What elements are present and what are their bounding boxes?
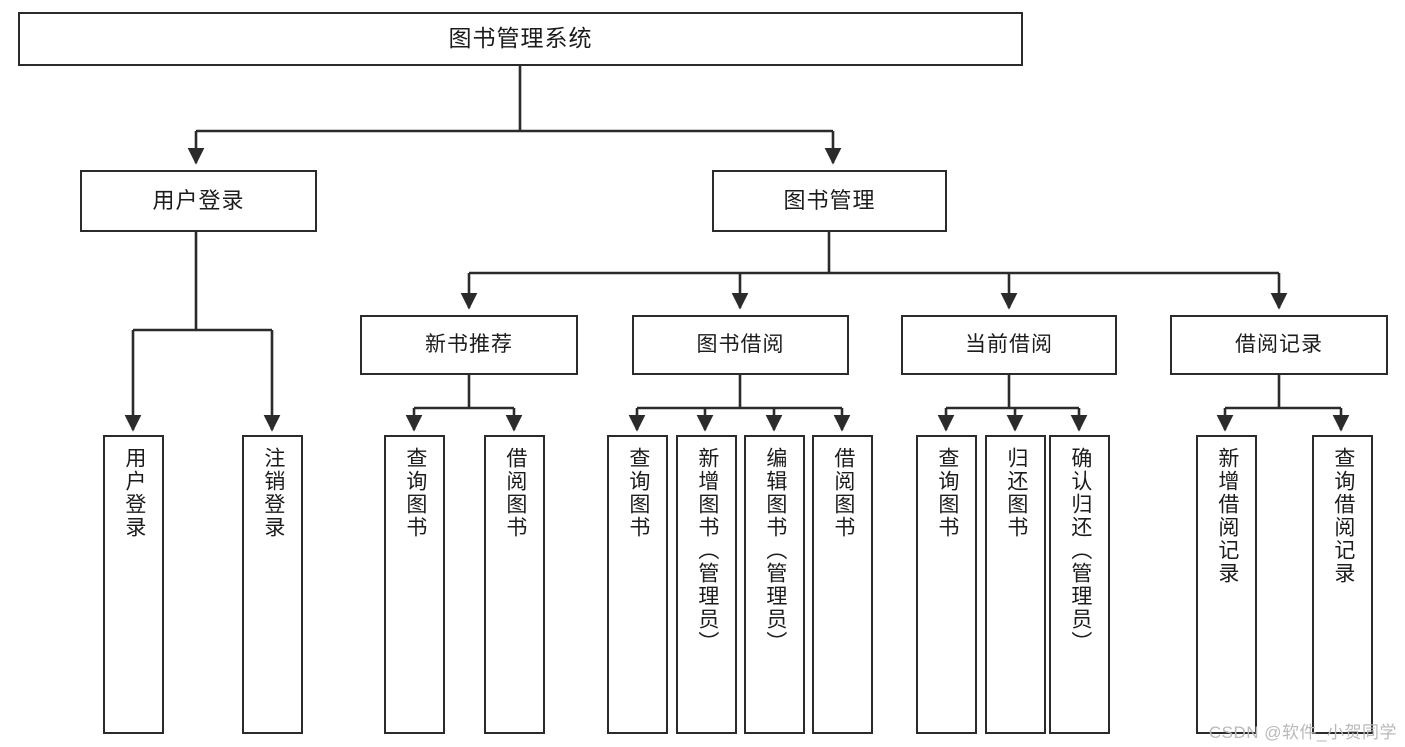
leaf-confirm-return[interactable]: 确认归还（管理员） bbox=[1049, 435, 1110, 734]
leaf-add-book[interactable]: 新增图书（管理员） bbox=[676, 435, 737, 734]
leaf-query-book-1-label: 查询图书 bbox=[403, 447, 427, 539]
node-root-label: 图书管理系统 bbox=[448, 25, 593, 52]
node-new-book-recommend-label: 新书推荐 bbox=[425, 333, 513, 357]
node-book-manage[interactable]: 图书管理 bbox=[712, 170, 947, 232]
leaf-user-logout[interactable]: 注销登录 bbox=[242, 435, 303, 734]
node-book-manage-label: 图书管理 bbox=[783, 187, 876, 213]
node-user-login-label: 用户登录 bbox=[152, 187, 245, 213]
leaf-user-login-label: 用户登录 bbox=[122, 447, 146, 539]
node-borrow-record-label: 借阅记录 bbox=[1235, 333, 1323, 357]
leaf-edit-book-label: 编辑图书（管理员） bbox=[763, 447, 787, 654]
leaf-user-login[interactable]: 用户登录 bbox=[103, 435, 164, 734]
node-current-borrow-label: 当前借阅 bbox=[965, 333, 1053, 357]
node-root[interactable]: 图书管理系统 bbox=[18, 12, 1023, 66]
leaf-edit-book[interactable]: 编辑图书（管理员） bbox=[744, 435, 805, 734]
leaf-query-book-1[interactable]: 查询图书 bbox=[384, 435, 445, 734]
leaf-borrow-book-1[interactable]: 借阅图书 bbox=[484, 435, 545, 734]
node-book-borrow-label: 图书借阅 bbox=[696, 333, 785, 357]
leaf-confirm-return-label: 确认归还（管理员） bbox=[1068, 447, 1092, 654]
leaf-user-logout-label: 注销登录 bbox=[261, 447, 285, 539]
leaf-add-book-label: 新增图书（管理员） bbox=[695, 447, 719, 654]
leaf-borrow-book-2-label: 借阅图书 bbox=[831, 447, 855, 539]
leaf-query-book-3-label: 查询图书 bbox=[935, 447, 959, 539]
leaf-add-record[interactable]: 新增借阅记录 bbox=[1196, 435, 1257, 734]
leaf-borrow-book-2[interactable]: 借阅图书 bbox=[812, 435, 873, 734]
leaf-return-book-label: 归还图书 bbox=[1004, 447, 1028, 539]
node-borrow-record[interactable]: 借阅记录 bbox=[1170, 315, 1388, 375]
node-book-borrow[interactable]: 图书借阅 bbox=[632, 315, 849, 375]
leaf-query-book-2-label: 查询图书 bbox=[626, 447, 650, 539]
leaf-query-book-3[interactable]: 查询图书 bbox=[916, 435, 977, 734]
watermark: CSDN @软件_小贺同学 bbox=[1208, 723, 1397, 742]
leaf-return-book[interactable]: 归还图书 bbox=[985, 435, 1046, 734]
leaf-query-book-2[interactable]: 查询图书 bbox=[607, 435, 668, 734]
leaf-query-record-label: 查询借阅记录 bbox=[1331, 447, 1355, 585]
leaf-borrow-book-1-label: 借阅图书 bbox=[503, 447, 527, 539]
node-user-login[interactable]: 用户登录 bbox=[80, 170, 317, 232]
leaf-add-record-label: 新增借阅记录 bbox=[1215, 447, 1239, 585]
node-new-book-recommend[interactable]: 新书推荐 bbox=[360, 315, 578, 375]
leaf-query-record[interactable]: 查询借阅记录 bbox=[1312, 435, 1373, 734]
node-current-borrow[interactable]: 当前借阅 bbox=[901, 315, 1117, 375]
